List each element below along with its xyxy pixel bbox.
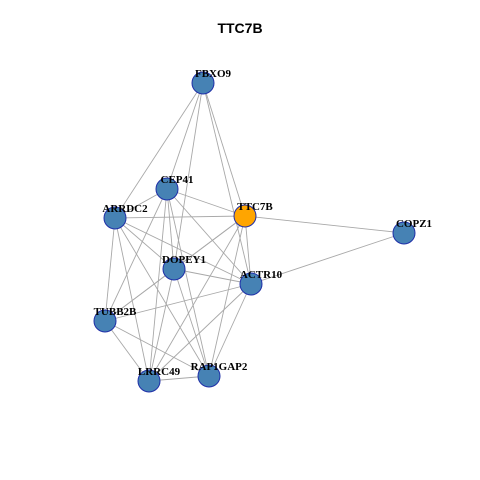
edge-arrdc2-ttc7b [114,215,246,219]
edge-dopey1-tubb2b [104,268,175,322]
node-tubb2b[interactable] [93,309,117,333]
node-copz1[interactable] [392,221,416,245]
edge-cep41-lrrc49 [148,188,168,382]
node-label-dopey1: DOPEY1 [162,254,206,266]
edge-cep41-dopey1 [166,188,175,270]
node-label-actr10: ACTR10 [240,269,283,281]
edge-arrdc2-actr10 [114,217,252,285]
edge-ttc7b-rap1gap2 [208,215,246,377]
edge-cep41-actr10 [166,188,252,285]
edge-arrdc2-tubb2b [104,217,116,322]
edge-actr10-lrrc49 [148,283,252,382]
node-label-cep41: CEP41 [161,174,194,186]
edge-copz1-actr10 [250,232,405,285]
node-label-copz1: COPZ1 [396,218,432,230]
node-layer [93,71,416,393]
edge-ttc7b-copz1 [244,215,405,234]
edge-tubb2b-lrrc49 [104,320,150,382]
edge-actr10-tubb2b [104,283,252,322]
node-fbxo9[interactable] [191,71,215,95]
node-label-ttc7b: TTC7B [237,201,273,213]
edge-tubb2b-rap1gap2 [104,320,210,377]
edge-arrdc2-dopey1 [114,217,175,270]
edge-dopey1-lrrc49 [148,268,175,382]
node-arrdc2[interactable] [103,206,127,230]
node-label-tubb2b: TUBB2B [94,306,137,318]
node-actr10[interactable] [239,272,263,296]
node-dopey1[interactable] [162,257,186,281]
node-label-lrrc49: LRRC49 [138,366,181,378]
edge-cep41-ttc7b [166,188,246,217]
edge-arrdc2-rap1gap2 [114,217,210,377]
node-ttc7b[interactable] [233,204,257,228]
edge-fbxo9-dopey1 [173,82,204,270]
edge-layer [104,82,405,382]
edge-fbxo9-actr10 [202,82,252,285]
edge-fbxo9-ttc7b [202,82,246,217]
edge-actr10-rap1gap2 [208,283,252,377]
graph-title: TTC7B [217,20,263,36]
node-label-fbxo9: FBXO9 [195,68,232,80]
node-label-rap1gap2: RAP1GAP2 [191,361,248,373]
edge-dopey1-rap1gap2 [173,268,210,377]
edge-cep41-tubb2b [104,188,168,322]
edge-fbxo9-arrdc2 [114,82,204,219]
edge-arrdc2-lrrc49 [114,217,150,382]
node-label-arrdc2: ARRDC2 [102,203,148,215]
edge-ttc7b-lrrc49 [148,215,246,382]
edge-cep41-rap1gap2 [166,188,210,377]
node-lrrc49[interactable] [137,369,161,393]
edge-fbxo9-cep41 [166,82,204,190]
edge-dopey1-actr10 [173,268,252,285]
node-rap1gap2[interactable] [197,364,221,388]
node-cep41[interactable] [155,177,179,201]
